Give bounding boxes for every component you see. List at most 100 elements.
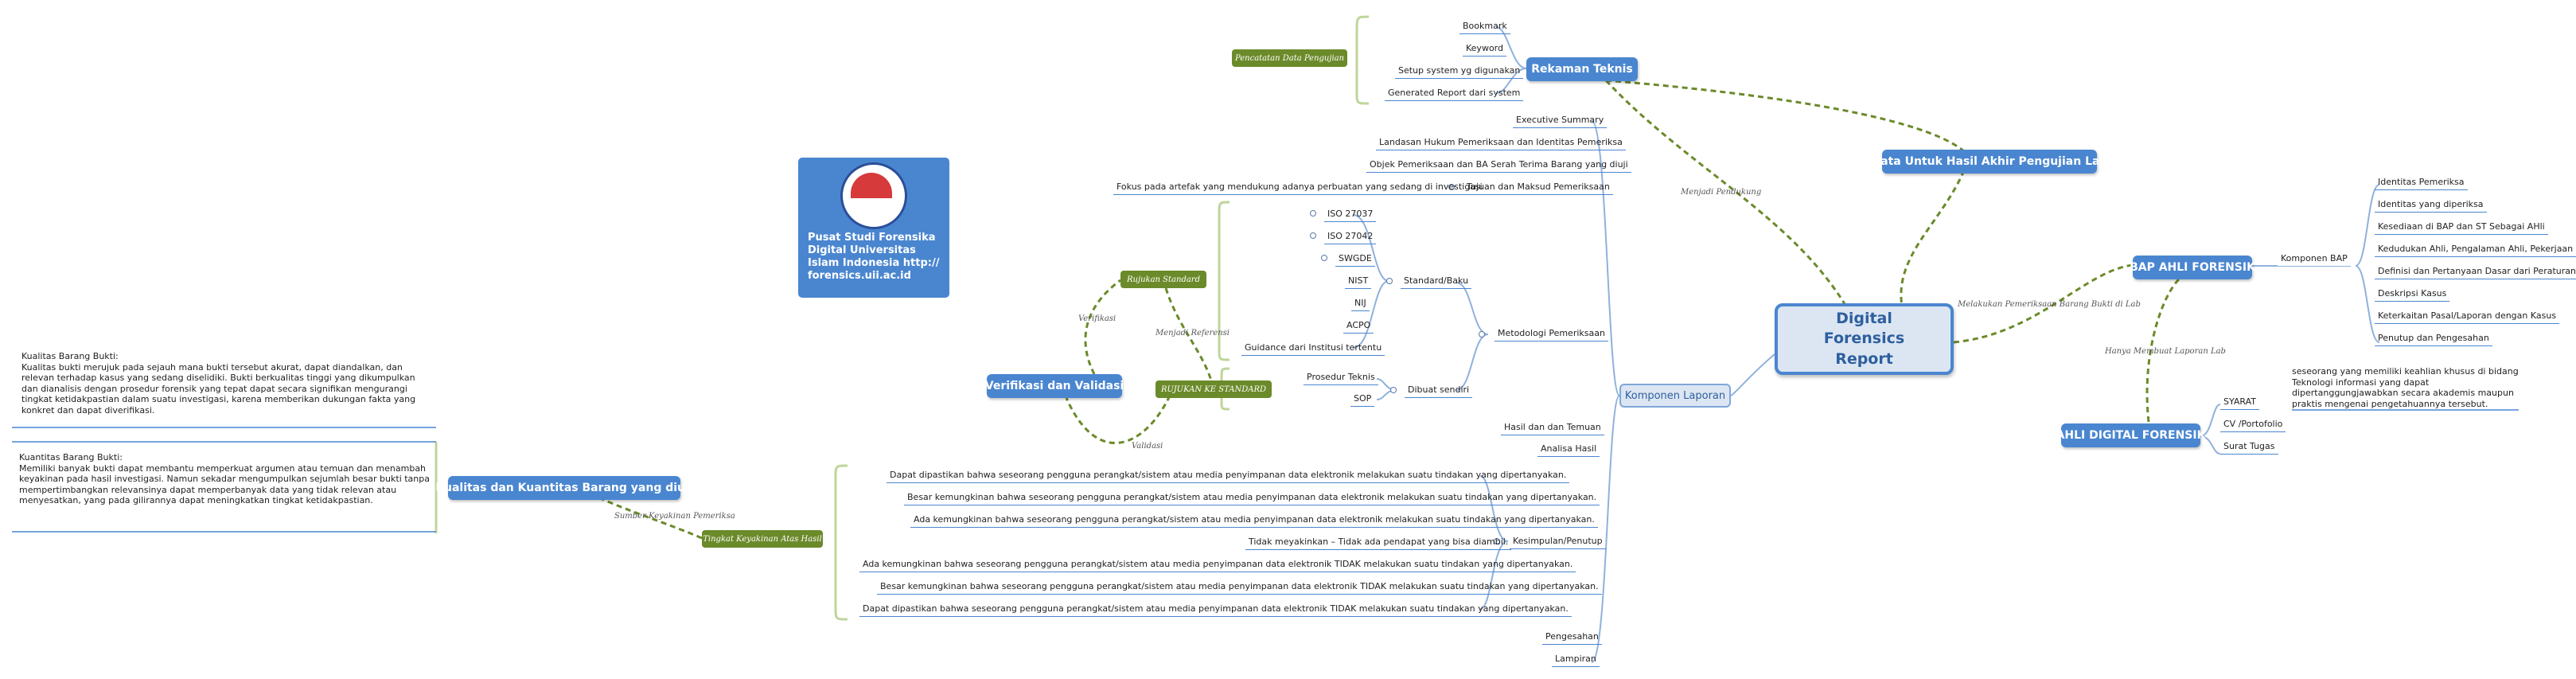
connector-kesimpulan-items: [1479, 475, 1509, 610]
kesimpulan-item-7[interactable]: Dapat dipastikan bahwa seseorang penggun…: [859, 603, 1572, 617]
iso27037-bullet-icon: [1310, 210, 1316, 217]
kesimpulan-item-4[interactable]: Tidak meyakinkan – Tidak ada pendapat ya…: [1245, 537, 1512, 550]
pusfid-caption: Pusat Studi Forensika Digital Universita…: [808, 232, 940, 282]
label-melakukan-pemeriksaan: Melakukan Pemeriksaan Barang Bukti di La…: [1958, 300, 2141, 309]
komponen-laporan-node[interactable]: Komponen Laporan: [1619, 384, 1731, 408]
dibuat-item-prosedur[interactable]: Prosedur Teknis: [1304, 372, 1378, 385]
pusfid-logo: PUSFID: [840, 162, 907, 229]
data-untuk-hasil-node[interactable]: Data Untuk Hasil Akhir Pengujian Lab: [1872, 150, 2107, 174]
connector-center-bap: [1953, 263, 2134, 344]
bap-item-kedudukan[interactable]: Kedudukan Ahli, Pengalaman Ahli, Pekerja…: [2375, 244, 2576, 257]
tingkat-keyakinan-label: Tingkat Keyakinan Atas Hasil: [703, 534, 822, 544]
label-hanya-membuat: Hanya Membuat Laporan Lab: [2105, 347, 2226, 356]
dibuat-collapse-icon[interactable]: [1390, 387, 1397, 393]
tingkat-keyakinan-node[interactable]: Tingkat Keyakinan Atas Hasil: [702, 530, 823, 548]
bap-item-penutup[interactable]: Penutup dan Pengesahan: [2375, 333, 2492, 346]
standar-collapse-icon[interactable]: [1386, 278, 1393, 284]
standar-item-nij[interactable]: NIJ: [1351, 298, 1370, 311]
komponen-objek-pemeriksaan[interactable]: Objek Pemeriksaan dan BA Serah Terima Ba…: [1366, 159, 1631, 173]
metodologi-collapse-icon[interactable]: [1479, 331, 1485, 338]
note-kuantitas-frame: [12, 441, 436, 533]
bap-item-keterkaitan[interactable]: Keterkaitan Pasal/Laporan dengan Kasus: [2375, 310, 2560, 324]
kualitas-note: Kualitas Barang Bukti: Kualitas bukti me…: [21, 351, 416, 416]
tujuan-collapse-icon[interactable]: [1448, 184, 1455, 190]
standar-item-guidance[interactable]: Guidance dari Institusi tertentu: [1241, 342, 1385, 356]
bracket-rujukan-standard: [1218, 201, 1230, 361]
rekaman-item-keyword[interactable]: Keyword: [1463, 43, 1506, 57]
komponen-kesimpulan[interactable]: Kesimpulan/Penutup: [1510, 536, 1606, 549]
rekaman-teknis-node[interactable]: Rekaman Teknis: [1526, 57, 1638, 81]
rujukan-ke-standard-node[interactable]: RUJUKAN KE STANDARD: [1155, 380, 1272, 398]
connector-standar-items: [1352, 214, 1389, 349]
kualitas-kuantitas-node[interactable]: Kualitas dan Kuantitas Barang yang diuji: [435, 476, 693, 500]
kesimpulan-item-2[interactable]: Besar kemungkinan bahwa seseorang penggu…: [904, 492, 1600, 505]
standar-item-swgde[interactable]: SWGDE: [1335, 253, 1375, 267]
connector-datauntuk-center: [1900, 170, 1966, 307]
pusfid-logo-text: PUSFID: [859, 212, 889, 220]
ahli-syarat-label[interactable]: SYARAT: [2220, 396, 2259, 410]
komponen-executive-summary[interactable]: Executive Summary: [1513, 115, 1608, 128]
rujukan-standard-node[interactable]: Rujukan Standard: [1120, 271, 1206, 288]
connector-rekaman-center: [1604, 79, 1848, 307]
central-topic-title: Digital Forensics Report: [1823, 309, 1905, 368]
kesimpulan-item-1[interactable]: Dapat dipastikan bahwa seseorang penggun…: [887, 470, 1570, 483]
komponen-tujuan[interactable]: Tujuan dan Maksud Pemeriksaan: [1463, 181, 1613, 195]
bap-item-deskripsi[interactable]: Deskripsi Kasus: [2375, 288, 2450, 302]
bap-item-identitas-diperiksa[interactable]: Identitas yang diperiksa: [2375, 199, 2487, 213]
rekaman-item-setup[interactable]: Setup system yg digunakan: [1395, 65, 1524, 79]
connector-rekaman-items: [1495, 26, 1527, 94]
kesimpulan-collapse-icon[interactable]: [1494, 538, 1500, 544]
label-sumber-keyakinan: Sumber Keyakinan Pemeriksa: [614, 512, 735, 521]
bap-ahli-title: BAP AHLI FORENSIK: [2130, 261, 2255, 274]
bap-item-definisi[interactable]: Definisi dan Pertanyaan Dasar dari Perat…: [2375, 266, 2576, 279]
bap-ahli-node[interactable]: BAP AHLI FORENSIK: [2130, 256, 2255, 279]
verifikasi-validasi-node[interactable]: Verifikasi dan Validasi: [985, 374, 1124, 398]
metodologi-standar-label[interactable]: Standard/Baku: [1401, 275, 1472, 289]
kesimpulan-item-6[interactable]: Besar kemungkinan bahwa seseorang penggu…: [877, 581, 1602, 595]
komponen-landasan-hukum[interactable]: Landasan Hukum Pemeriksaan dan Identitas…: [1376, 137, 1626, 150]
standar-item-nist[interactable]: NIST: [1345, 275, 1372, 289]
kesimpulan-item-5[interactable]: Ada kemungkinan bahwa seseorang pengguna…: [859, 559, 1576, 572]
rekaman-item-bookmark[interactable]: Bookmark: [1459, 21, 1510, 34]
komponen-metodologi[interactable]: Metodologi Pemeriksaan: [1495, 328, 1608, 341]
kuantitas-note: Kuantitas Barang Bukti: Memiliki banyak …: [19, 452, 430, 505]
komponen-lampiran[interactable]: Lampiran: [1552, 654, 1600, 667]
komponen-pengesahan[interactable]: Pengesahan: [1542, 631, 1602, 645]
ahli-digital-forensik-node[interactable]: AHLI DIGITAL FORENSIK: [2056, 423, 2205, 447]
connector-tingkat-kualitas: [572, 484, 703, 540]
komponen-bap-label[interactable]: Komponen BAP: [2278, 253, 2351, 267]
connector-ahli-items: [2200, 404, 2221, 455]
pencatatan-data-node[interactable]: Pencatatan Data Pengujian: [1232, 49, 1347, 67]
kualitas-kuantitas-title: Kualitas dan Kuantitas Barang yang diuji: [435, 482, 693, 494]
rekaman-item-generated-report[interactable]: Generated Report dari system: [1385, 88, 1524, 101]
connector-center-komponen: [1730, 353, 1775, 396]
bracket-rekaman: [1355, 15, 1370, 105]
connector-rekaman-datauntuk: [1605, 79, 1965, 153]
standar-item-acpo[interactable]: ACPO: [1343, 320, 1374, 334]
rujukan-ke-standard-label: RUJUKAN KE STANDARD: [1160, 384, 1267, 394]
komponen-analisa-hasil[interactable]: Analisa Hasil: [1537, 443, 1600, 457]
data-untuk-hasil-title: Data Untuk Hasil Akhir Pengujian Lab: [1871, 155, 2108, 168]
bap-item-kesediaan[interactable]: Kesediaan di BAP dan ST Sebagai AHli: [2375, 221, 2548, 235]
connector-rujukan-rujukanke: [1164, 287, 1213, 381]
rekaman-teknis-title: Rekaman Teknis: [1531, 63, 1633, 76]
dibuat-item-sop[interactable]: SOP: [1350, 393, 1375, 407]
rujukan-standard-label: Rujukan Standard: [1127, 275, 1200, 284]
komponen-hasil-temuan[interactable]: Hasil dan dan Temuan: [1501, 422, 1604, 435]
connector-komponen-trunk: [1591, 120, 1620, 663]
bap-item-identitas-pemeriksa[interactable]: Identitas Pemeriksa: [2375, 177, 2468, 190]
standar-item-iso27037[interactable]: ISO 27037: [1324, 209, 1377, 222]
ahli-item-surat-tugas[interactable]: Surat Tugas: [2220, 441, 2278, 455]
label-validasi: Validasi: [1132, 442, 1163, 451]
swgde-bullet-icon: [1321, 255, 1327, 261]
label-menjadi-referensi: Menjadi Referensi: [1155, 329, 1230, 338]
standar-item-iso27042[interactable]: ISO 27042: [1324, 231, 1377, 244]
central-topic-node[interactable]: Digital Forensics Report: [1775, 303, 1954, 375]
kesimpulan-item-3[interactable]: Ada kemungkinan bahwa seseorang pengguna…: [910, 514, 1598, 528]
metodologi-dibuat-label[interactable]: Dibuat sendiri: [1405, 384, 1473, 398]
label-menjadi-pendukung: Menjadi Pendukung: [1681, 188, 1762, 197]
ahli-item-cv[interactable]: CV /Portofolio: [2220, 419, 2286, 432]
tujuan-detail-fokus[interactable]: Fokus pada artefak yang mendukung adanya…: [1113, 181, 1486, 195]
